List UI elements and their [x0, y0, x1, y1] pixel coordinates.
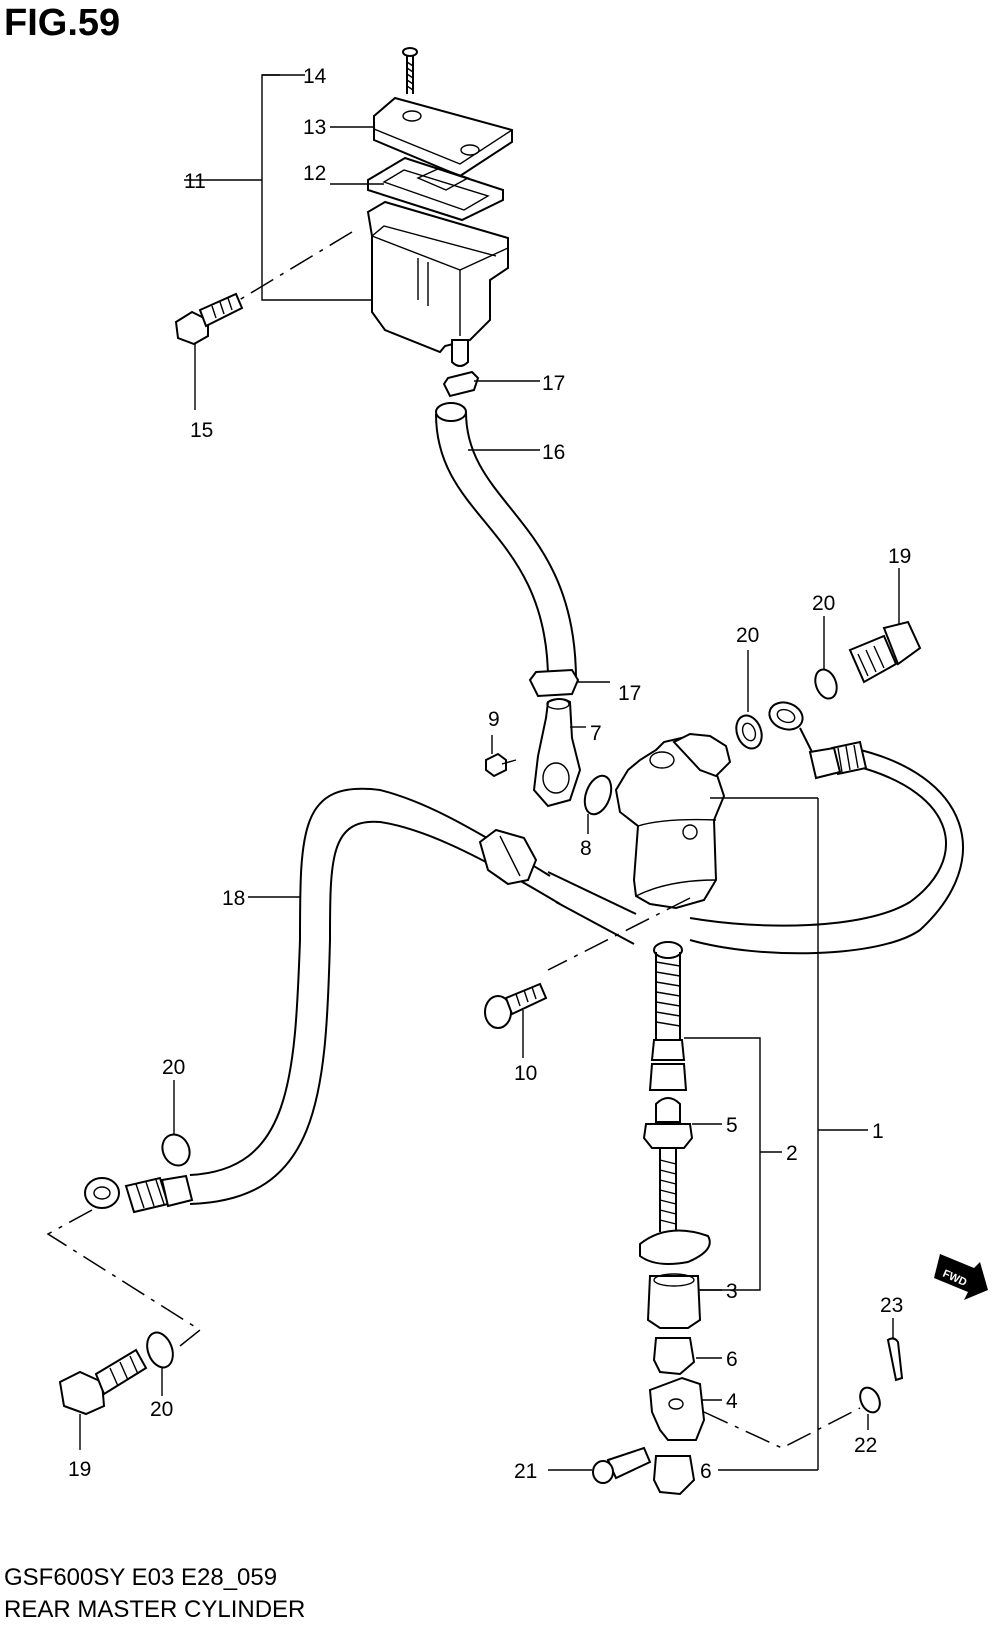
- washer-20-right: [814, 668, 838, 700]
- callout-6-lower: 6: [700, 1460, 712, 1483]
- lower-banjo: [46, 1080, 202, 1450]
- callout-9: 9: [488, 708, 500, 731]
- callout-14: 14: [303, 65, 327, 88]
- nut-6-lower: [652, 1455, 696, 1496]
- callout-20-upper: 20: [736, 624, 759, 647]
- callout-2: 2: [786, 1142, 798, 1165]
- callout-19-lower: 19: [68, 1458, 91, 1481]
- hose-connector: [485, 698, 613, 834]
- callout-6-upper: 6: [726, 1348, 738, 1371]
- bolt-19-upper: [848, 634, 898, 684]
- callout-10: 10: [514, 1062, 537, 1085]
- callout-11: 11: [184, 170, 206, 193]
- washer-20-upper: [735, 714, 763, 750]
- o-ring-8: [583, 774, 613, 816]
- nut-6-upper: [652, 1337, 696, 1376]
- callout-12: 12: [303, 162, 326, 185]
- callout-4: 4: [726, 1390, 738, 1413]
- screw-10: [484, 897, 691, 1058]
- callout-7: 7: [590, 722, 602, 745]
- callout-22: 22: [854, 1434, 877, 1457]
- boot-3: [646, 1275, 702, 1329]
- cotter-pin-23: [886, 1337, 904, 1382]
- callout-18: 18: [222, 887, 245, 910]
- screw-9: [485, 752, 507, 778]
- bolt-15: [174, 292, 244, 410]
- hose-fitting-left: [478, 828, 538, 886]
- circlip: [639, 1229, 711, 1265]
- washer-20-lower-a: [161, 1133, 191, 1167]
- callout-17-lower: 17: [618, 682, 641, 705]
- reservoir-group: [174, 47, 513, 410]
- figure-name: REAR MASTER CYLINDER: [4, 1596, 306, 1623]
- callout-20-lower-b: 20: [150, 1398, 173, 1421]
- callout-17-upper: 17: [542, 372, 565, 395]
- bolt-19-lower: [58, 1370, 106, 1416]
- callout-8: 8: [580, 837, 592, 860]
- master-cylinder-body: [614, 732, 868, 1471]
- brake-hose-right: [689, 568, 964, 955]
- figure-title: FIG.59: [4, 2, 121, 44]
- brake-hose-left: [189, 787, 637, 1205]
- callout-23: 23: [880, 1294, 903, 1317]
- callout-16: 16: [542, 441, 565, 464]
- callout-21: 21: [514, 1460, 537, 1483]
- callout-3: 3: [726, 1280, 738, 1303]
- reservoir-hose: [435, 370, 610, 698]
- callout-15: 15: [190, 419, 213, 442]
- clevis-assembly: [548, 1318, 904, 1496]
- callout-19-upper: 19: [888, 545, 911, 568]
- clamp-upper: [442, 370, 480, 398]
- piston-cup-5: [642, 1123, 694, 1149]
- washer-22: [859, 1386, 881, 1414]
- callout-1: 1: [872, 1120, 884, 1143]
- reservoir-cap: [373, 96, 513, 178]
- fwd-arrow-icon: FWD: [934, 1254, 988, 1300]
- callout-labels: 14 13 12 11 15 17 16 17 9 7 8 18 10 19 2…: [68, 65, 911, 1483]
- model-code: GSF600SY E03 E28_059: [4, 1564, 278, 1591]
- washer-20-lower-b: [146, 1331, 174, 1369]
- pin-21: [606, 1446, 652, 1480]
- screw-14: [402, 47, 418, 94]
- callout-20-lower-a: 20: [162, 1056, 185, 1079]
- callout-5: 5: [726, 1114, 738, 1137]
- clamp-lower: [528, 668, 580, 698]
- diaphragm-plate: [367, 156, 504, 222]
- reservoir-body: [366, 200, 509, 367]
- callout-20-right: 20: [812, 592, 835, 615]
- callout-13: 13: [303, 116, 326, 139]
- piston-assembly: [639, 941, 782, 1329]
